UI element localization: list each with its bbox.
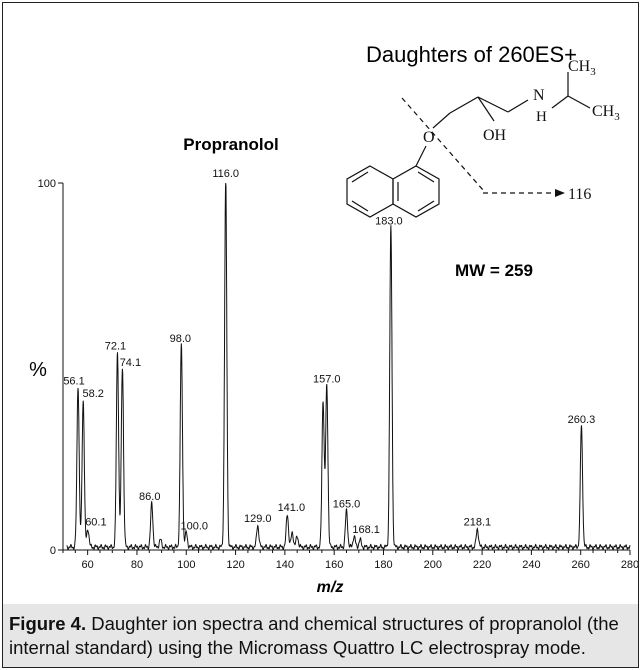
n-atom-label: N <box>533 87 545 104</box>
x-tick-label: 280 <box>621 559 639 571</box>
oh-label: OH <box>483 127 507 144</box>
fragment-mass-label: 116 <box>568 186 591 203</box>
x-tick-label: 240 <box>522 559 540 571</box>
peak-label: 183.0 <box>375 216 403 228</box>
x-tick-label: 140 <box>276 559 294 571</box>
molecular-weight: MW = 259 <box>455 261 533 280</box>
bond-o-ch2 <box>432 112 451 129</box>
bond-ring-o <box>415 145 427 167</box>
x-tick-label: 220 <box>473 559 491 571</box>
y-ticks-group: 0 100 <box>38 178 63 557</box>
peak-label: 165.0 <box>333 498 361 510</box>
spectrum-chart: Daughters of 260ES+ Propranolol % m/z 0 1… <box>29 42 639 596</box>
caption-label: Figure 4. <box>9 613 87 634</box>
x-tick-label: 180 <box>374 559 392 571</box>
peak-label: 56.1 <box>63 376 84 388</box>
naphthalene-ring-right <box>392 165 440 218</box>
nh-h-label: H <box>536 109 547 125</box>
y-tick-label: 100 <box>38 178 56 190</box>
double-bond <box>417 200 435 212</box>
bond-n-ch <box>551 95 569 109</box>
bond-ch-ch3-right <box>567 95 591 109</box>
peak-label: 98.0 <box>170 333 191 345</box>
caption-text: Daughter ion spectra and chemical struct… <box>9 613 619 658</box>
spectrum-trace <box>66 182 631 551</box>
double-bond <box>351 200 369 212</box>
y-tick-label: 0 <box>50 545 56 557</box>
chart-subtitle: Daughters of 260ES+ <box>366 42 577 67</box>
peak-label: 129.0 <box>244 513 272 525</box>
caption-background <box>3 604 638 667</box>
peak-labels-group: 56.158.2 60.1 72.1 74.1 86.0 98.0 100.0 116.0 12… <box>63 168 595 536</box>
x-tick-label: 100 <box>177 559 195 571</box>
bond-ch-oh <box>477 96 495 122</box>
figure-area <box>0 0 641 605</box>
bond-ch2-n <box>507 99 529 113</box>
x-tick-label: 80 <box>131 559 143 571</box>
peak-label: 100.0 <box>180 520 208 532</box>
x-tick-label: 160 <box>325 559 343 571</box>
peak-label: 141.0 <box>278 502 306 514</box>
bond-ch2-ch <box>449 96 479 114</box>
cleavage-line <box>401 97 484 191</box>
peak-label: 86.0 <box>139 491 160 503</box>
peak-label: 260.3 <box>568 414 596 426</box>
o-atom-label: O <box>423 129 435 146</box>
x-tick-label: 120 <box>226 559 244 571</box>
peak-label: 74.1 <box>120 357 141 369</box>
x-tick-label: 260 <box>572 559 590 571</box>
x-ticks-group: 60 80 100 120 140 160 180 200 220 240 260 280 <box>62 550 639 571</box>
double-bond <box>351 171 369 183</box>
peak-label: 58.2 <box>83 388 104 400</box>
ch3-top-label: CH3 <box>568 58 596 78</box>
peak-label: 218.1 <box>464 517 492 529</box>
chart-title: Propranolol <box>183 135 278 154</box>
peak-label: 157.0 <box>313 374 341 386</box>
peak-label: 168.1 <box>352 524 380 536</box>
structure-labels: O OH N H CH3 CH3 116 <box>423 58 620 203</box>
peak-label: 116.0 <box>212 168 239 180</box>
double-bond <box>417 171 435 183</box>
x-tick-label: 60 <box>82 559 94 571</box>
bond-ch-ch2 <box>477 96 509 113</box>
arrowhead-icon <box>555 189 565 197</box>
propranolol-structure <box>346 72 591 218</box>
y-axis-label: % <box>29 359 47 381</box>
figure-caption: Figure 4. Daughter ion spectra and chemi… <box>9 612 633 660</box>
x-tick-label: 200 <box>424 559 442 571</box>
x-axis-label: m/z <box>317 579 344 596</box>
peak-label: 60.1 <box>85 517 106 529</box>
peak-label: 72.1 <box>105 340 126 352</box>
ch3-right-label: CH3 <box>592 103 620 123</box>
